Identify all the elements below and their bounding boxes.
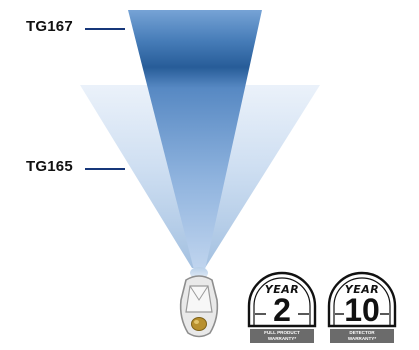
badge-caption: FULL PRODUCT WARRANTY* (250, 329, 314, 343)
tg165-label: TG165 (26, 158, 73, 175)
tg167-label: TG167 (26, 18, 73, 35)
tg165-callout-line (85, 168, 125, 170)
ten-year-warranty-badge-icon: YEAR 10 DETECTOR WARRANTY* (324, 270, 400, 350)
two-year-warranty-badge-icon: YEAR 2 FULL PRODUCT WARRANTY* (244, 270, 320, 350)
tg167-callout-line (85, 28, 125, 30)
thermal-camera-top-view-icon (181, 276, 218, 337)
badge-caption: DETECTOR WARRANTY* (330, 329, 394, 343)
badge-number: 10 (324, 292, 400, 328)
badge-number: 2 (244, 292, 320, 328)
